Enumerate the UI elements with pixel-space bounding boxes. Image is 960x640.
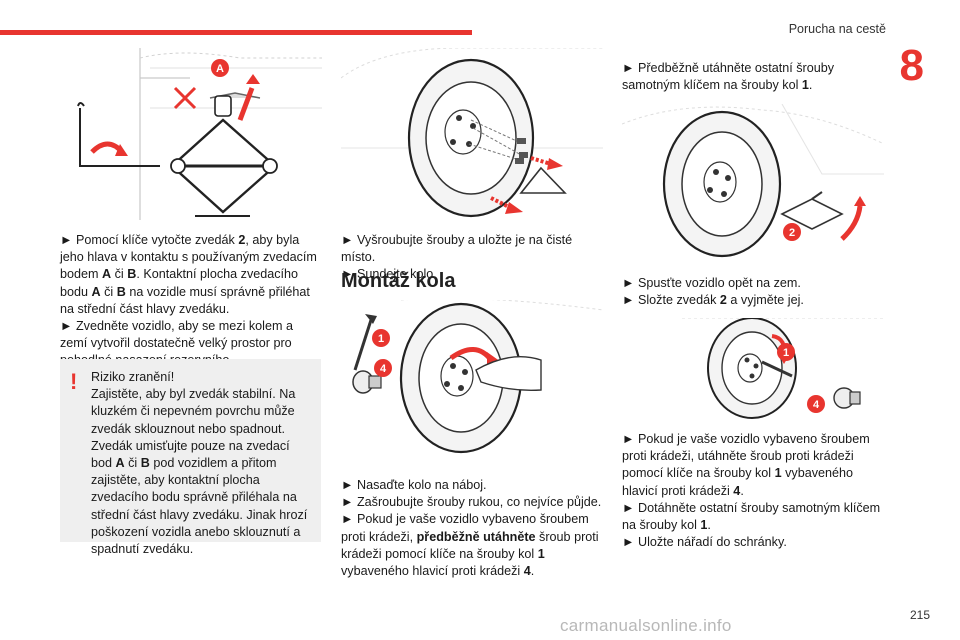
- header-accent-bar: [0, 30, 472, 35]
- column-3-text-top: ► Předběžně utáhněte ostatní šrouby samo…: [622, 60, 884, 94]
- warning-text: Riziko zranění! Zajistěte, aby byl zvedá…: [91, 369, 313, 558]
- callout-1: 1: [378, 333, 384, 345]
- warning-title: Riziko zranění!: [91, 370, 175, 384]
- paragraph: ► Sundejte kolo.: [341, 267, 437, 282]
- page-number: 215: [909, 608, 930, 622]
- wheel-removal-illustration: [341, 48, 603, 220]
- paragraph: ► Pokud je vaše vozidlo vybaveno šroubem…: [341, 512, 599, 579]
- pre-tighten-illustration: 2: [622, 104, 884, 262]
- paragraph: ► Spusťte vozidlo opět na zem.: [622, 276, 801, 290]
- paragraph: ► Pokud je vaše vozidlo vybaveno šroubem…: [622, 432, 870, 498]
- final-tighten-illustration: 1 4: [622, 318, 884, 424]
- paragraph: ► Složte zvedák 2 a vyjměte jej.: [622, 293, 804, 308]
- paragraph: ► Vyšroubujte šrouby a uložte je na čist…: [341, 233, 573, 265]
- jack-illustration: A: [60, 48, 322, 220]
- callout-4: 4: [380, 363, 387, 375]
- column-3-text-bottom: ► Pokud je vaše vozidlo vybaveno šroubem…: [622, 431, 884, 551]
- column-2-text-top: ► Vyšroubujte šrouby a uložte je na čist…: [341, 232, 603, 284]
- callout-a: A: [216, 63, 224, 75]
- chapter-number: 8: [899, 41, 924, 90]
- column-2-text-bottom: ► Nasaďte kolo na náboj. ► Zašroubujte š…: [341, 477, 603, 580]
- paragraph: ► Nasaďte kolo na náboj.: [341, 478, 487, 492]
- paragraph: ► Dotáhněte ostatní šrouby samotným klíč…: [622, 500, 881, 533]
- section-title: Porucha na cestě: [788, 22, 886, 36]
- callout-4: 4: [813, 399, 820, 411]
- callout-1: 1: [783, 347, 789, 359]
- paragraph: ► Zašroubujte šrouby rukou, co nejvíce p…: [341, 495, 602, 510]
- paragraph: ► Předběžně utáhněte ostatní šrouby samo…: [622, 61, 835, 93]
- column-3-text-mid: ► Spusťte vozidlo opět na zem. ► Složte …: [622, 275, 884, 309]
- warning-box: ! Riziko zranění! Zajistěte, aby byl zve…: [60, 359, 321, 556]
- wheel-mounting-illustration: 1 4: [341, 300, 603, 458]
- section-heading: Montáž kola: [341, 270, 456, 292]
- paragraph: ► Pomocí klíče vytočte zvedák 2, aby byl…: [60, 233, 317, 316]
- paragraph: ► Uložte nářadí do schránky.: [622, 535, 787, 550]
- watermark: carmanualsonline.info: [560, 616, 732, 635]
- callout-2: 2: [789, 227, 795, 239]
- warning-icon: !: [70, 369, 78, 394]
